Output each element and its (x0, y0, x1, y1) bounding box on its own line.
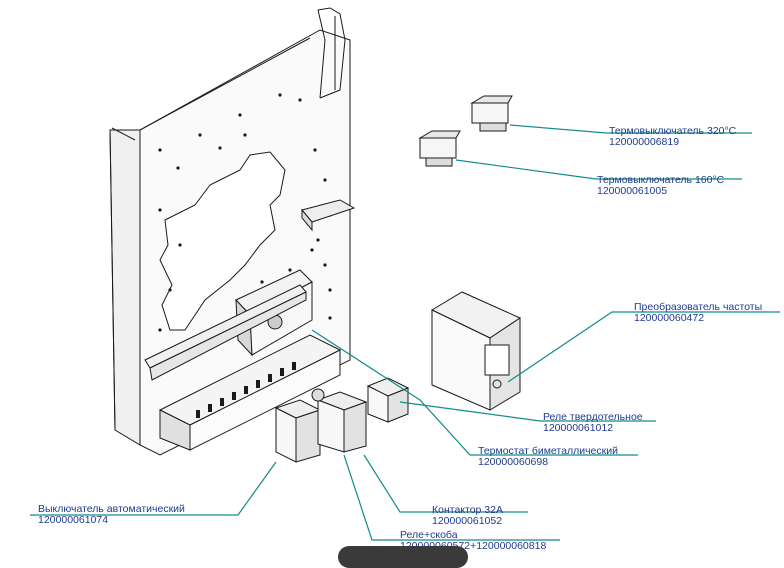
contactor-drawing (311, 388, 368, 453)
circuit-breaker-code: 120000061074 (38, 514, 109, 526)
contactor-name: Контактор 32А (432, 504, 503, 516)
label-relay-bracket: Реле+скоба 120000060572+120000060818 (400, 530, 546, 552)
relay-bracket-code: 120000060572+120000060818 (400, 540, 547, 552)
label-circuit-breaker: Выключатель автоматический 120000061074 (38, 504, 185, 526)
frequency-converter-code: 120000060472 (634, 312, 705, 324)
contactor-code: 120000061052 (432, 515, 503, 527)
bimetal-thermostat-name: Термостат биметаллический (478, 445, 618, 457)
frequency-converter-drawing (430, 291, 522, 411)
relay-bracket-name: Реле+скоба (400, 529, 458, 541)
bimetal-thermostat-code: 120000060698 (478, 456, 549, 468)
label-solid-state-relay: Реле твердотельное 120000061012 (543, 412, 643, 434)
thermo-switch-160-code: 120000061005 (597, 185, 668, 197)
thermo-switch-320-name: Термовыключатель 320°С (609, 125, 737, 137)
label-contactor: Контактор 32А 120000061052 (432, 505, 503, 527)
frequency-converter-name: Преобразователь частоты (634, 301, 763, 313)
thermo-switch-160-drawing (418, 130, 461, 167)
solid-state-relay-drawing (366, 377, 410, 423)
label-bimetal-thermostat: Термостат биметаллический 120000060698 (478, 446, 618, 468)
circuit-breaker-name: Выключатель автоматический (38, 503, 185, 515)
label-frequency-converter: Преобразователь частоты 120000060472 (634, 302, 762, 324)
solid-state-relay-code: 120000061012 (543, 422, 614, 434)
thermo-switch-320-drawing (470, 95, 513, 132)
label-thermo-switch-160: Термовыключатель 160°С 120000061005 (597, 175, 724, 197)
label-thermo-switch-320: Термовыключатель 320°С 120000006819 (609, 126, 736, 148)
mounting-panel (109, 7, 356, 456)
thermo-switch-320-code: 120000006819 (609, 136, 680, 148)
thermo-switch-160-name: Термовыключатель 160°С (597, 174, 725, 186)
solid-state-relay-name: Реле твердотельное (543, 411, 643, 423)
circuit-breaker-drawing (274, 399, 322, 463)
leader-lines (30, 124, 780, 541)
overlay-scroll-handle[interactable] (338, 546, 468, 568)
